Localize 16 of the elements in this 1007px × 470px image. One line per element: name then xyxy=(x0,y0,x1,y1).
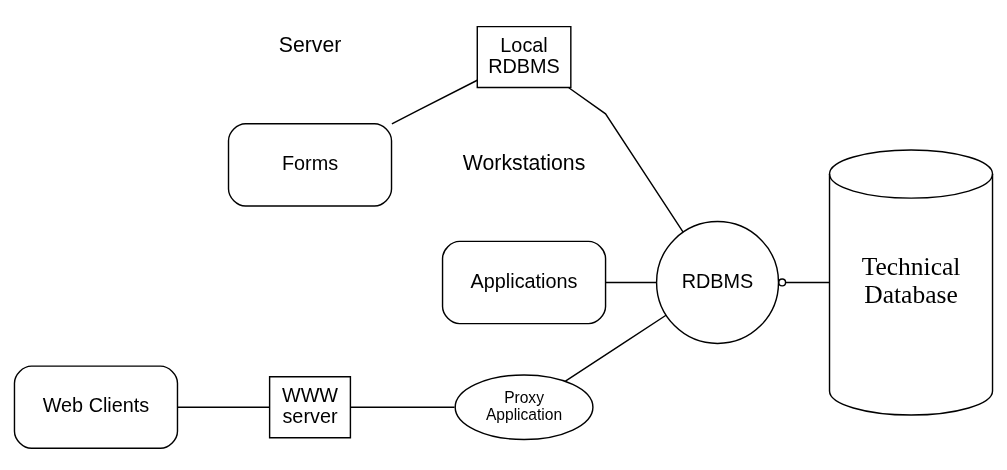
node-box: Web Clients xyxy=(13,365,179,450)
connector xyxy=(568,87,684,233)
connector xyxy=(391,79,478,125)
node-box: Applications xyxy=(441,240,607,325)
label: Server xyxy=(278,33,342,58)
label: Workstations xyxy=(462,150,586,175)
node-circle: RDBMS xyxy=(655,220,780,345)
connector xyxy=(564,314,667,382)
connector xyxy=(177,406,270,408)
node-box: Forms xyxy=(227,123,393,207)
node-box: Local RDBMS xyxy=(476,25,572,89)
node-ellipse: Proxy Application xyxy=(454,374,594,441)
node-box: WWW server xyxy=(268,376,352,439)
connector xyxy=(349,406,456,408)
connector xyxy=(778,278,830,287)
connector xyxy=(605,281,657,284)
